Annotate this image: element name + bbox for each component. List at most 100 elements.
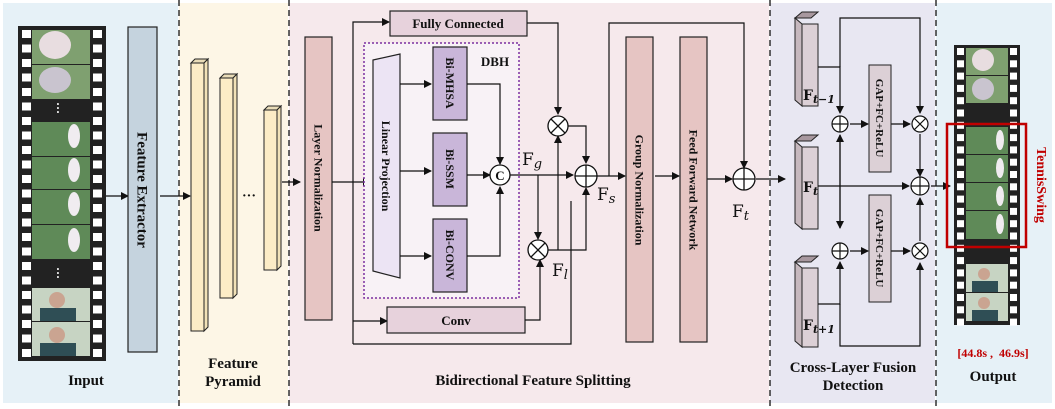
sprocket-hole xyxy=(1010,244,1017,252)
input-ellipsis-2: ··· xyxy=(51,267,65,279)
pyramid-level xyxy=(189,57,210,333)
sprocket-hole xyxy=(1010,146,1017,154)
sprocket-hole xyxy=(957,232,964,240)
clfd-add-center xyxy=(910,176,930,196)
sprocket-hole xyxy=(93,131,102,140)
sprocket-hole xyxy=(93,305,102,314)
clfd-mul-top xyxy=(911,115,929,133)
sprocket-hole xyxy=(957,257,964,265)
symbol-fg: Fg xyxy=(522,150,542,172)
section-dividers xyxy=(178,0,937,409)
sprocket-hole xyxy=(1010,318,1017,326)
sprocket-hole xyxy=(1010,134,1017,142)
output-time-range: [44.8s , 46.9s] xyxy=(957,346,1028,360)
input-ellipsis-1: ··· xyxy=(51,102,65,114)
sprocket-hole xyxy=(957,97,964,105)
sprocket-hole xyxy=(1010,97,1017,105)
pyramid-level xyxy=(262,104,283,272)
sprocket-hole xyxy=(957,183,964,191)
sprocket-hole xyxy=(93,233,102,241)
sprocket-hole xyxy=(22,204,31,212)
sprocket-hole xyxy=(957,158,964,166)
sprocket-hole xyxy=(957,306,964,314)
input-label: Input xyxy=(68,373,104,389)
sprocket-hole xyxy=(22,30,31,38)
sprocket-hole xyxy=(1010,281,1017,289)
sprocket-hole xyxy=(93,30,102,38)
sprocket-hole xyxy=(1010,171,1017,178)
pyramid-ellipsis: ··· xyxy=(242,189,256,204)
layer-norm-label: Layer Normalization xyxy=(312,124,326,232)
sprocket-hole xyxy=(1010,257,1017,265)
symbol-fs: Fs xyxy=(597,185,616,207)
sprocket-hole xyxy=(957,146,964,154)
sprocket-hole xyxy=(93,59,102,67)
sprocket-hole xyxy=(93,88,102,96)
pyramid-level xyxy=(218,72,239,300)
sprocket-hole xyxy=(22,44,31,53)
sprocket-hole xyxy=(957,207,964,215)
gap-fc-relu-bottom xyxy=(868,194,892,303)
clfd-mul-bottom xyxy=(911,242,929,260)
sprocket-hole xyxy=(1010,84,1017,92)
sprocket-hole xyxy=(1010,232,1017,240)
feature-map-ft-minus xyxy=(793,11,820,108)
sprocket-hole xyxy=(1010,109,1017,117)
sprocket-hole xyxy=(1010,158,1017,166)
sprocket-hole xyxy=(22,262,31,270)
sprocket-hole xyxy=(957,294,964,301)
pyramid-label-line2: Pyramid xyxy=(205,374,261,390)
linear-projection-label: Linear Projection xyxy=(379,121,393,212)
concat-label: C xyxy=(495,168,504,183)
sprocket-hole xyxy=(93,262,102,270)
symbol-ft-center: Ft xyxy=(803,180,818,198)
clfd-add-top xyxy=(831,115,849,133)
sprocket-hole xyxy=(93,73,102,82)
gap-fc-relu-bottom-label: GAP+FC+ReLU xyxy=(873,209,885,288)
feature-extractor-label: Feature Extractor xyxy=(134,132,150,248)
input-film-strip: ··· ··· xyxy=(18,26,106,361)
sprocket-hole xyxy=(93,160,102,169)
sprocket-hole xyxy=(22,146,31,154)
sprocket-hole xyxy=(1010,183,1017,191)
clfd-add-bottom xyxy=(831,242,849,260)
sprocket-hole xyxy=(93,44,102,53)
symbol-fl: Fl xyxy=(552,261,568,283)
sprocket-hole xyxy=(93,291,102,299)
sprocket-hole xyxy=(957,72,964,80)
sprocket-hole xyxy=(22,160,31,169)
sprocket-hole xyxy=(1010,121,1017,129)
sprocket-hole xyxy=(22,233,31,241)
sprocket-hole xyxy=(957,60,964,68)
bi-conv-block xyxy=(432,218,468,293)
sprocket-hole xyxy=(957,121,964,129)
clfd-label-line2: Detection xyxy=(823,378,884,394)
sprocket-hole xyxy=(22,291,31,299)
bi-mhsa-label: Bi-MHSA xyxy=(443,57,457,109)
group-norm-block xyxy=(625,36,654,343)
sprocket-hole xyxy=(22,117,31,125)
multiply-node-top xyxy=(547,115,569,137)
bi-mhsa-block xyxy=(432,46,468,121)
ffn-label: Feed Forward Network xyxy=(687,130,701,251)
sprocket-hole xyxy=(93,117,102,125)
layer-norm-block xyxy=(304,36,333,321)
sprocket-hole xyxy=(93,146,102,154)
dbh-label: DBH xyxy=(481,54,509,69)
sprocket-hole xyxy=(957,48,964,55)
bi-ssm-block xyxy=(432,132,468,207)
output-film-strip xyxy=(954,45,1020,326)
sprocket-hole xyxy=(957,244,964,252)
sprocket-hole xyxy=(1010,220,1017,228)
feature-map-ft xyxy=(793,134,820,231)
feature-map-ft-plus xyxy=(793,255,820,349)
sprocket-hole xyxy=(1010,269,1017,277)
add-node-ft xyxy=(732,167,756,191)
sprocket-hole xyxy=(22,131,31,140)
sprocket-hole xyxy=(93,102,102,111)
sprocket-hole xyxy=(1010,306,1017,314)
ffn-block xyxy=(679,36,708,343)
sprocket-hole xyxy=(22,88,31,96)
sprocket-hole xyxy=(957,195,964,203)
